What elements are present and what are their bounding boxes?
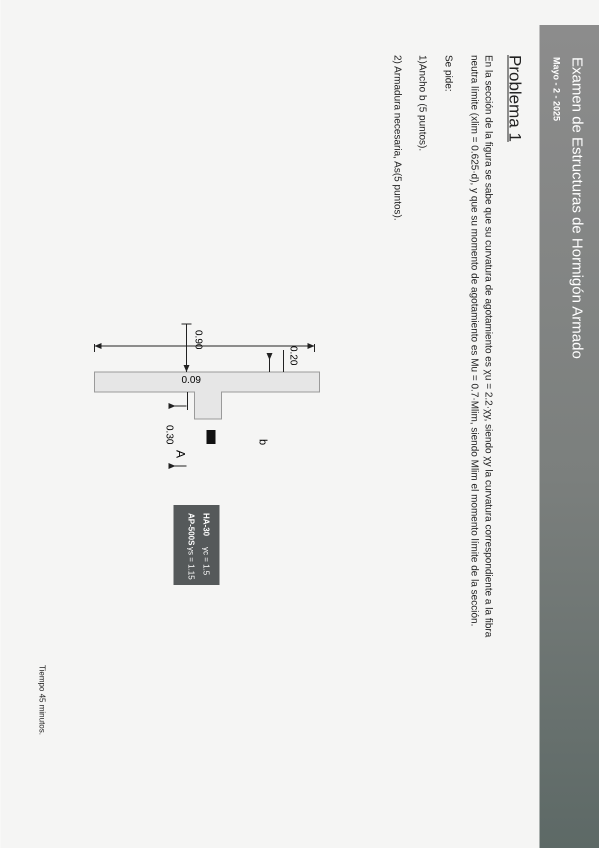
dim-b-arrow-top	[307, 343, 314, 349]
steel-reinforcement	[206, 430, 215, 444]
dim-flange-thickness-label: 0.20	[287, 346, 298, 366]
time-note: Tiempo 45 minutos.	[37, 665, 46, 735]
dim-total-width-label: 0.90	[192, 330, 203, 350]
steel-grade: AP-500S	[186, 513, 195, 546]
dim-b-arrow-bottom	[94, 343, 101, 349]
dim-total-width-arrow	[183, 365, 189, 372]
dim-web-length-label: 0.30	[163, 425, 174, 445]
dim-web-length-arrow-1	[168, 403, 175, 409]
dim-flange-thickness-arrow	[266, 353, 272, 360]
t-section-shape	[93, 371, 320, 420]
materials-box: HA-30 γc = 1.5 AP-500S γs = 1.15	[173, 505, 219, 585]
steel-label: A	[173, 450, 187, 458]
concrete-gamma: γc = 1.5	[201, 547, 210, 576]
dim-b-label: b	[256, 439, 268, 445]
steel-gamma: γs = 1.15	[186, 547, 195, 580]
concrete-grade: HA-30	[201, 513, 210, 537]
dim-web-width-label: 0.09	[181, 375, 201, 386]
dim-web-length-arrow-2	[168, 463, 175, 469]
